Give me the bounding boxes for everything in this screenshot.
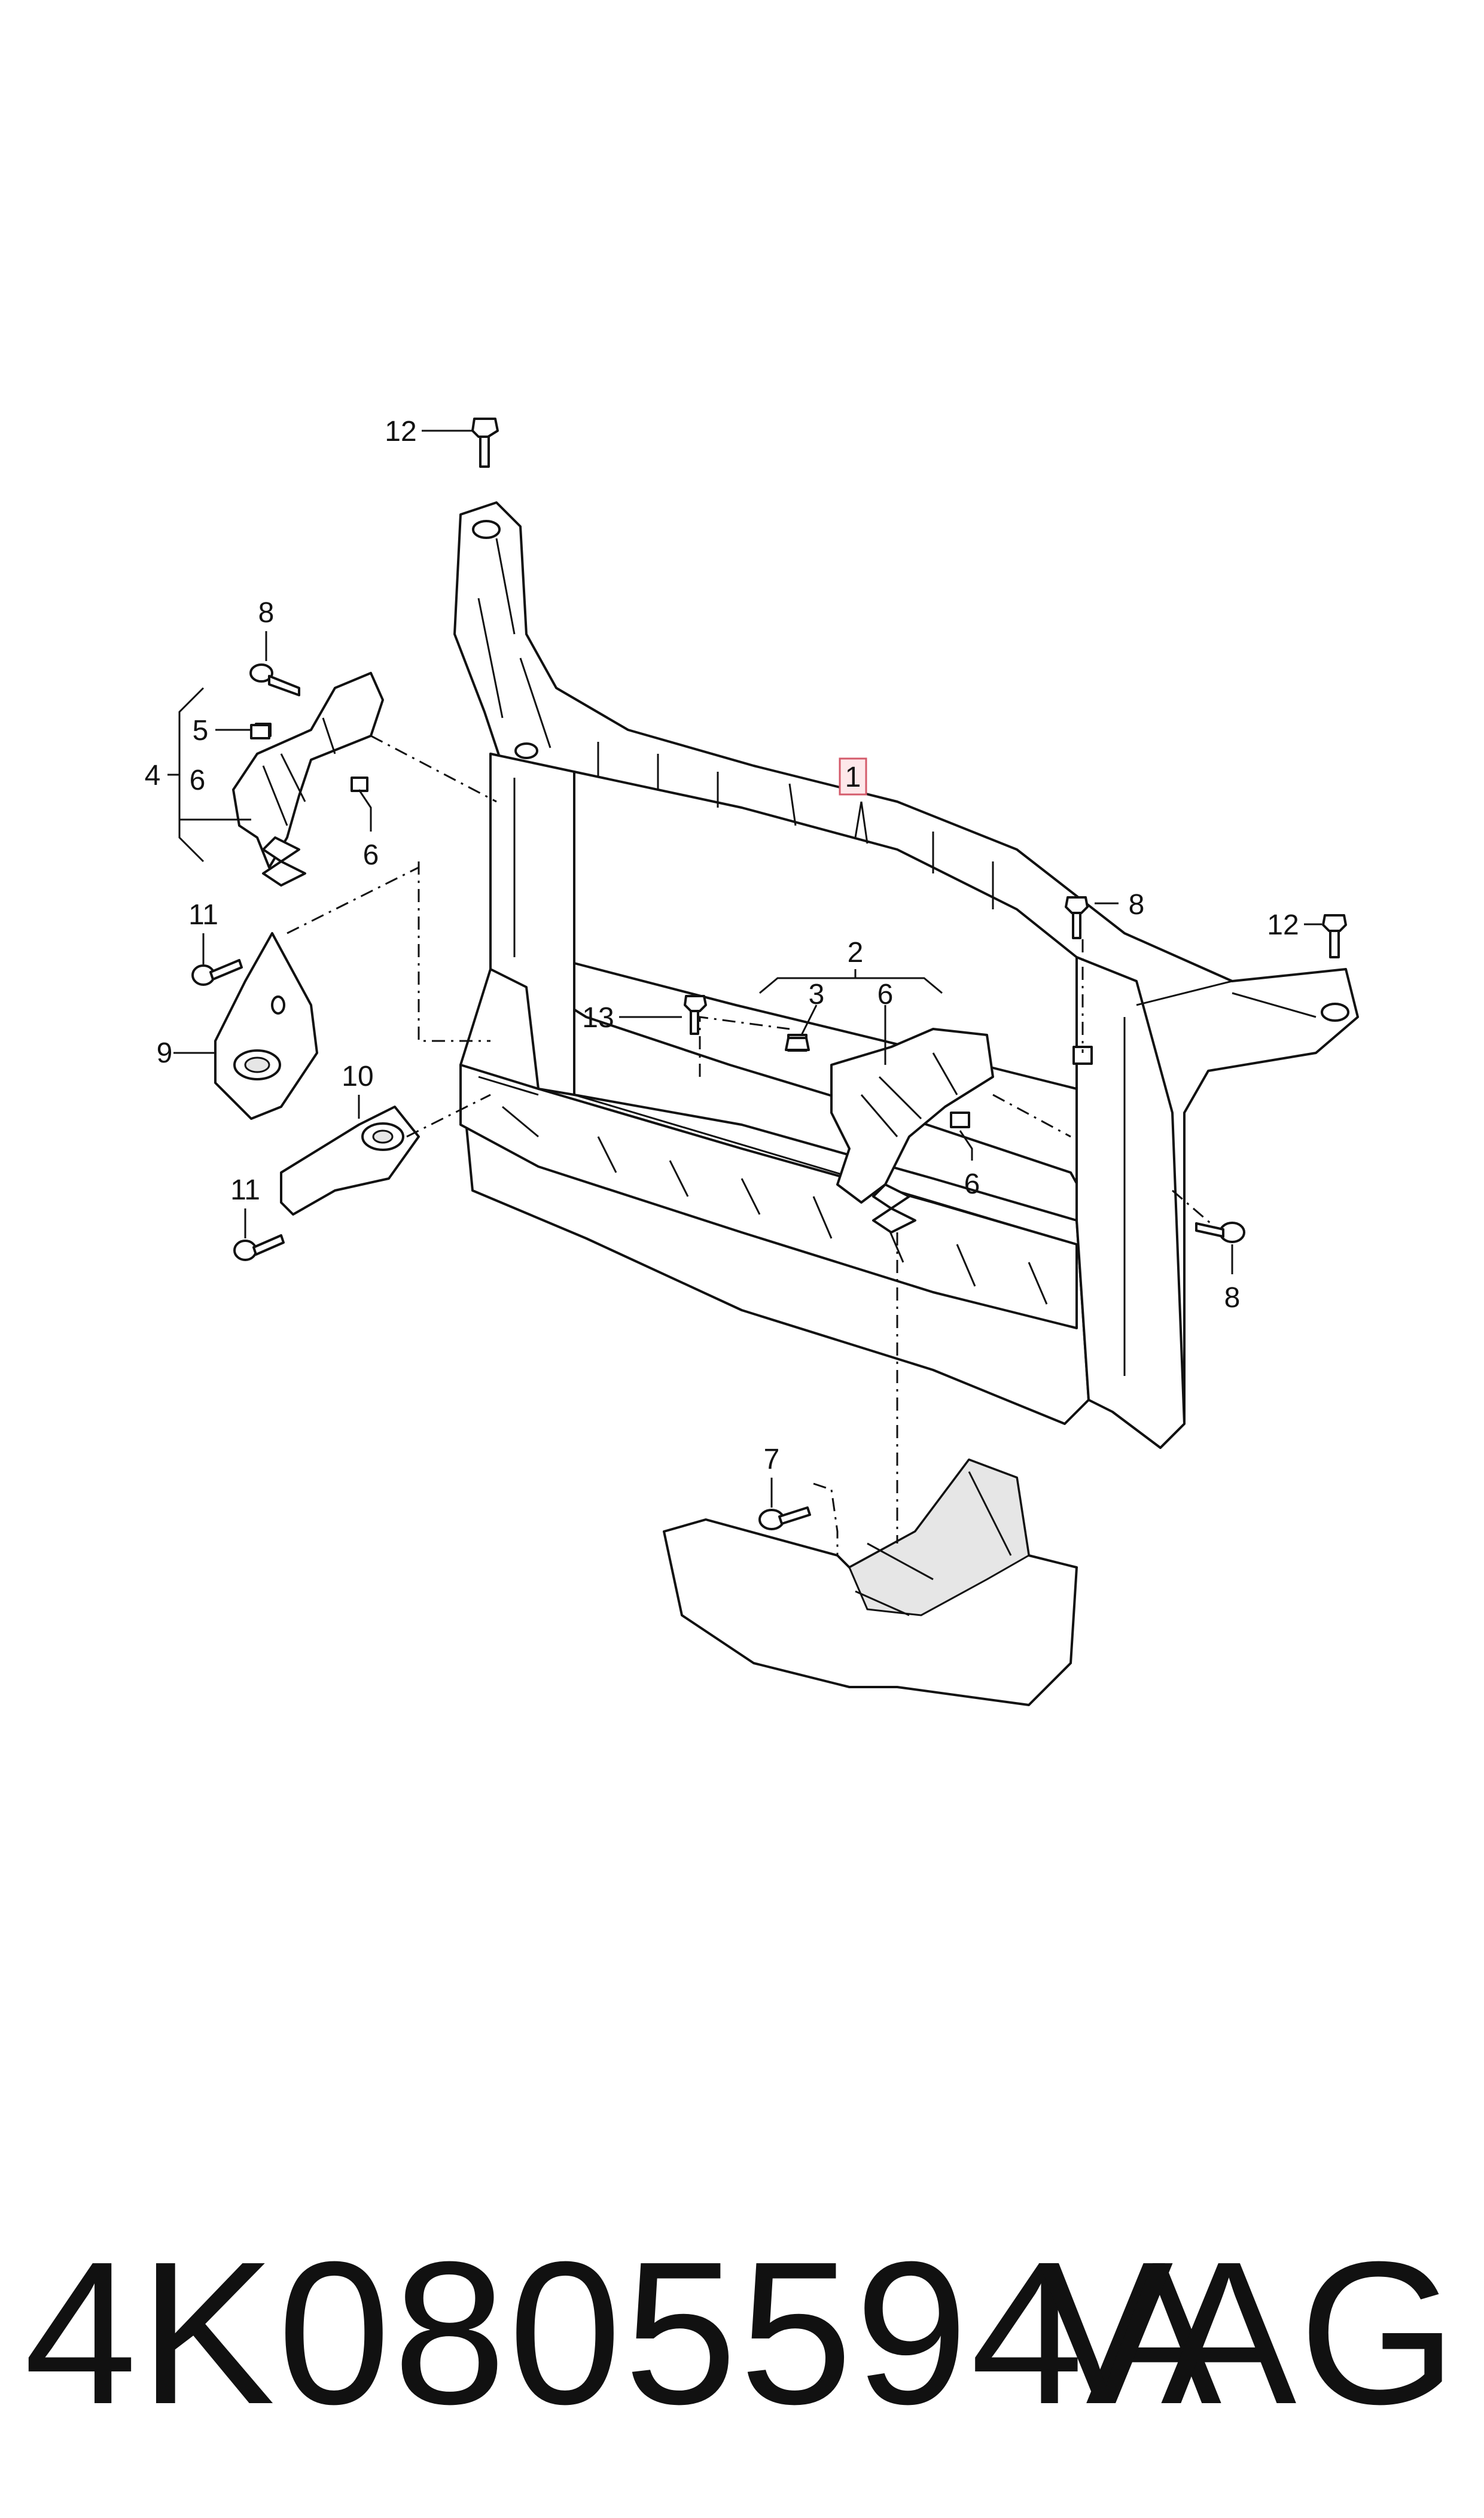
footer: 4K0805594A VAG [24,2213,1459,2471]
callout-8-right-upper: 8 [1129,889,1145,921]
bolt-11-upper-icon [191,959,243,986]
callout-6-left-lower: 6 [363,839,379,871]
bolt-8-right-upper-icon [1065,896,1089,939]
callout-12-right: 12 [1267,909,1299,941]
callout-12-top: 12 [385,416,416,447]
callout-6-left-upper: 6 [190,765,206,796]
callout-5: 5 [193,715,209,747]
leader-lines [167,430,1322,1508]
callout-1: 1 [845,762,861,793]
bolt-11-lower-icon [233,1234,285,1261]
left-bracket-part [232,672,384,887]
bracket-part-9 [214,932,318,1120]
clip-3-icon [785,1037,810,1051]
callout-7: 7 [764,1444,780,1475]
callout-11-lower: 11 [230,1174,260,1206]
highlight-box-1 [839,757,867,796]
bolt-8-left-icon [249,663,300,696]
callout-6-middle-lower: 6 [964,1168,980,1200]
bolt-12-right-icon [1322,914,1347,958]
callout-8-left: 8 [258,597,275,629]
nut-5-icon [250,724,270,739]
front-carrier-part [453,501,1359,1449]
bolt-7-icon [758,1506,811,1530]
bolt-8-right-lower-icon [1195,1222,1245,1243]
lower-bumper-bracket-part [663,1459,1078,1706]
callout-11-upper: 11 [188,899,218,931]
part-10 [280,1106,420,1216]
bolt-12-top-icon [471,418,499,468]
callout-8-right-lower: 8 [1224,1282,1241,1314]
callout-2: 2 [848,937,864,969]
callout-3: 3 [809,979,825,1010]
middle-bracket-part [787,1028,994,1234]
assembly-dashed-lines [287,735,1215,1555]
callout-10: 10 [342,1061,373,1092]
part-number: 4K0805594A [24,2219,1224,2447]
callout-9: 9 [157,1037,173,1069]
callout-13: 13 [582,1002,614,1034]
callout-4: 4 [145,760,161,791]
callout-6-middle-upper: 6 [877,979,894,1010]
brand-label: VAG [1038,2219,1459,2447]
bolt-13-icon [684,995,707,1035]
